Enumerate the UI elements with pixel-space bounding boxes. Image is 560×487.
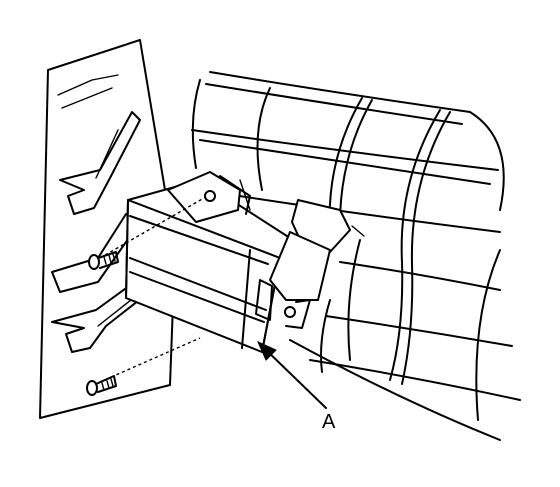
callout-label: A bbox=[322, 411, 336, 433]
screw-icon bbox=[88, 251, 119, 270]
arrowhead-icon bbox=[257, 341, 277, 361]
screw-icon bbox=[86, 375, 117, 396]
fasteners bbox=[86, 197, 205, 396]
screw-hole-icon bbox=[204, 190, 216, 202]
cargo-net bbox=[191, 71, 521, 441]
electrical-connector bbox=[255, 199, 365, 329]
callout-a: A bbox=[257, 341, 336, 433]
